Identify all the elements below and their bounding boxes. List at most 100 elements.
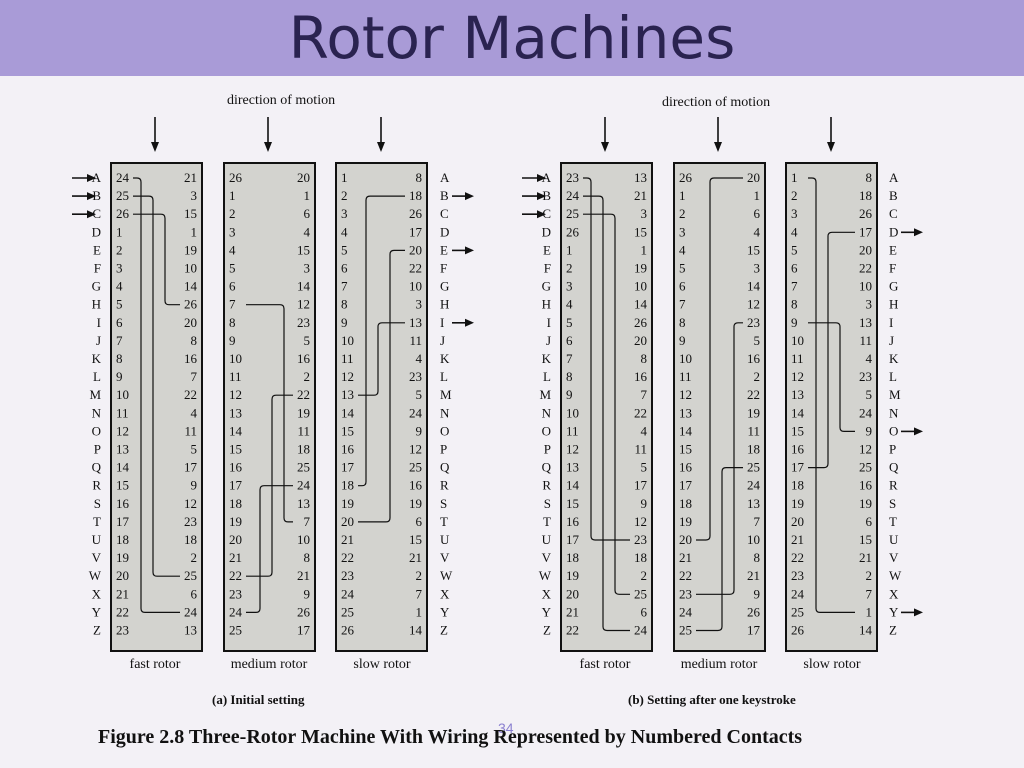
contact-left-b-medium: 16: [679, 460, 693, 475]
contact-left-a-fast: 17: [116, 514, 130, 529]
letter-right-b: L: [889, 369, 897, 384]
letter-right-a: H: [440, 297, 449, 312]
rotor-label-a-slow: slow rotor: [353, 657, 411, 672]
contact-right-b-fast: 5: [641, 460, 648, 475]
contact-left-a-slow: 4: [341, 224, 348, 239]
contact-right-a-medium: 7: [304, 514, 311, 529]
contact-left-b-medium: 26: [679, 170, 693, 185]
contact-right-a-fast: 25: [184, 568, 197, 583]
contact-left-b-fast: 7: [566, 351, 573, 366]
letter-left-b: W: [539, 568, 552, 583]
letter-right-b: O: [889, 423, 898, 438]
contact-left-a-medium: 10: [229, 351, 242, 366]
contact-left-a-fast: 9: [116, 369, 123, 384]
contact-left-b-fast: 6: [566, 333, 573, 348]
contact-left-b-fast: 18: [566, 550, 579, 565]
letter-left-b: U: [542, 532, 552, 547]
contact-right-a-slow: 12: [409, 442, 422, 457]
wire-a-slow-2: [358, 249, 405, 523]
contact-left-b-fast: 11: [566, 423, 579, 438]
letter-left-b: P: [544, 442, 551, 457]
contact-left-b-slow: 5: [791, 242, 798, 257]
contact-left-a-slow: 16: [341, 442, 355, 457]
contact-right-a-fast: 8: [191, 333, 198, 348]
contact-right-a-slow: 2: [416, 568, 423, 583]
contact-right-b-medium: 19: [747, 405, 760, 420]
contact-left-a-fast: 15: [116, 478, 129, 493]
contact-right-b-medium: 23: [747, 315, 760, 330]
contact-left-a-fast: 1: [116, 224, 123, 239]
contact-left-b-medium: 8: [679, 315, 686, 330]
contact-left-b-slow: 20: [791, 514, 804, 529]
letter-right-b: B: [889, 188, 898, 203]
contact-left-b-slow: 18: [791, 478, 804, 493]
contact-right-a-medium: 2: [304, 369, 311, 384]
contact-right-b-fast: 21: [634, 188, 647, 203]
contact-right-b-slow: 18: [859, 188, 872, 203]
contact-right-b-slow: 12: [859, 442, 872, 457]
letter-left-b: N: [542, 405, 552, 420]
contact-right-a-fast: 26: [184, 297, 198, 312]
contact-right-a-slow: 20: [409, 242, 422, 257]
contact-right-b-medium: 8: [754, 550, 761, 565]
letter-left-b: Z: [543, 623, 551, 638]
contact-left-a-fast: 6: [116, 315, 123, 330]
contact-left-a-medium: 21: [229, 550, 242, 565]
contact-left-a-slow: 24: [341, 586, 355, 601]
letter-right-b: V: [889, 550, 899, 565]
contact-right-b-fast: 10: [634, 279, 647, 294]
output-arrow-a-i-head: [465, 318, 474, 327]
contact-right-a-slow: 23: [409, 369, 422, 384]
letter-right-a: B: [440, 188, 449, 203]
letter-left-a: E: [93, 242, 101, 257]
output-arrow-a-e-head: [465, 246, 474, 255]
contact-left-a-medium: 13: [229, 405, 242, 420]
contact-right-a-slow: 8: [416, 170, 423, 185]
letter-right-b: P: [889, 442, 896, 457]
contact-left-b-medium: 3: [679, 224, 686, 239]
contact-right-b-fast: 3: [641, 206, 648, 221]
contact-left-a-slow: 1: [341, 170, 348, 185]
contact-left-b-slow: 4: [791, 224, 798, 239]
letter-left-b: J: [546, 333, 551, 348]
contact-left-a-slow: 19: [341, 496, 354, 511]
slide-title: Rotor Machines: [288, 4, 736, 72]
contact-left-b-fast: 5: [566, 315, 573, 330]
contact-right-a-medium: 15: [297, 242, 310, 257]
contact-right-a-fast: 10: [184, 261, 197, 276]
contact-left-a-fast: 4: [116, 279, 123, 294]
letter-left-b: R: [542, 478, 551, 493]
output-arrow-b-d-head: [914, 228, 923, 237]
contact-left-b-slow: 19: [791, 496, 804, 511]
contact-right-b-fast: 9: [641, 496, 648, 511]
letter-left-b: S: [544, 496, 551, 511]
contact-left-b-medium: 21: [679, 550, 692, 565]
contact-left-a-slow: 5: [341, 242, 348, 257]
contact-right-a-fast: 3: [191, 188, 198, 203]
letter-left-a: K: [92, 351, 102, 366]
letter-right-a: S: [440, 496, 447, 511]
contact-right-a-fast: 15: [184, 206, 197, 221]
contact-left-a-slow: 8: [341, 297, 348, 312]
letter-right-b: Q: [889, 460, 899, 475]
contact-right-b-medium: 14: [747, 279, 761, 294]
wire-a-medium-0: [246, 485, 293, 613]
letter-right-a: A: [440, 170, 450, 185]
contact-left-a-slow: 12: [341, 369, 354, 384]
input-arrow-a-a-head: [87, 174, 96, 182]
contact-right-b-slow: 17: [859, 224, 873, 239]
contact-left-b-slow: 22: [791, 550, 804, 565]
contact-left-b-slow: 24: [791, 586, 805, 601]
contact-right-a-medium: 1: [304, 188, 311, 203]
letter-left-a: H: [92, 297, 101, 312]
contact-right-a-medium: 24: [297, 478, 311, 493]
contact-left-b-fast: 4: [566, 297, 573, 312]
letter-left-a: R: [92, 478, 101, 493]
contact-right-a-slow: 25: [409, 460, 422, 475]
contact-left-b-medium: 7: [679, 297, 686, 312]
contact-right-a-slow: 10: [409, 279, 422, 294]
contact-left-b-slow: 15: [791, 423, 804, 438]
contact-right-a-fast: 6: [191, 586, 198, 601]
contact-right-b-fast: 18: [634, 550, 647, 565]
contact-left-b-medium: 5: [679, 261, 686, 276]
